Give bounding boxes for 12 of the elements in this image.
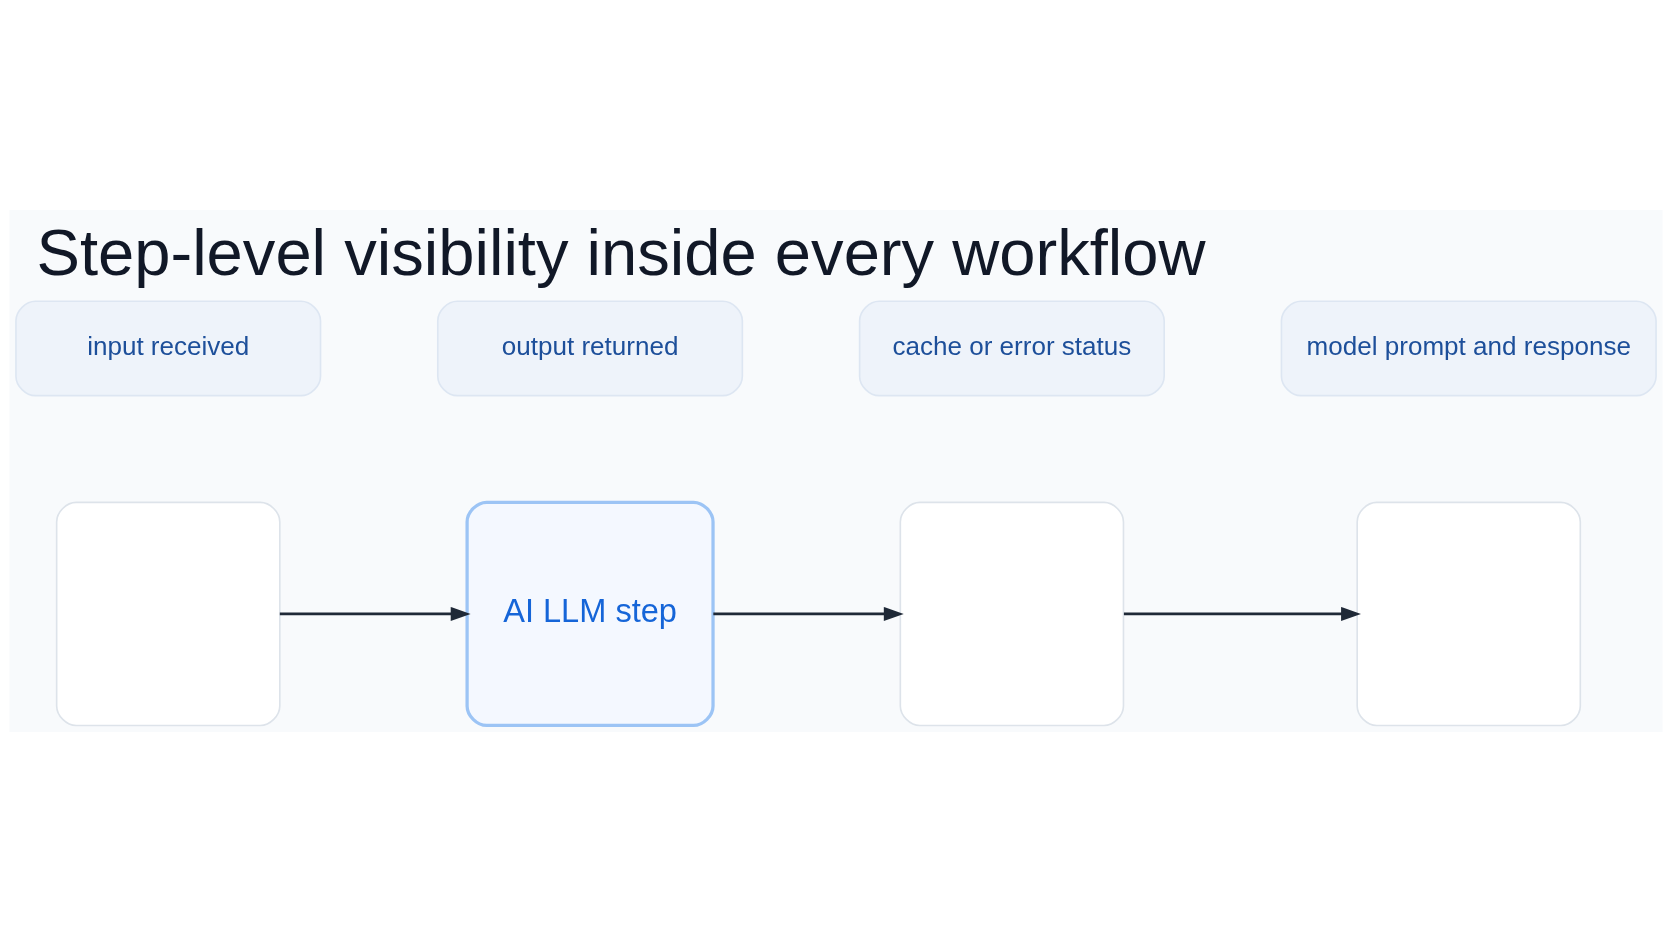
node-box: output returned: [436, 299, 744, 396]
node-box: [1356, 501, 1582, 726]
arrow: [713, 606, 904, 621]
diagram-title: Step-level visibility inside every workflow: [36, 215, 1206, 289]
node-box: [899, 501, 1125, 726]
node-box: cache or error status: [858, 299, 1165, 396]
node-box: AI LLM step: [465, 500, 715, 727]
arrow: [279, 606, 471, 621]
node-box: [55, 501, 281, 726]
arrow: [1123, 606, 1361, 621]
node-box: input received: [15, 299, 322, 396]
node-box: model prompt and response: [1280, 299, 1657, 396]
